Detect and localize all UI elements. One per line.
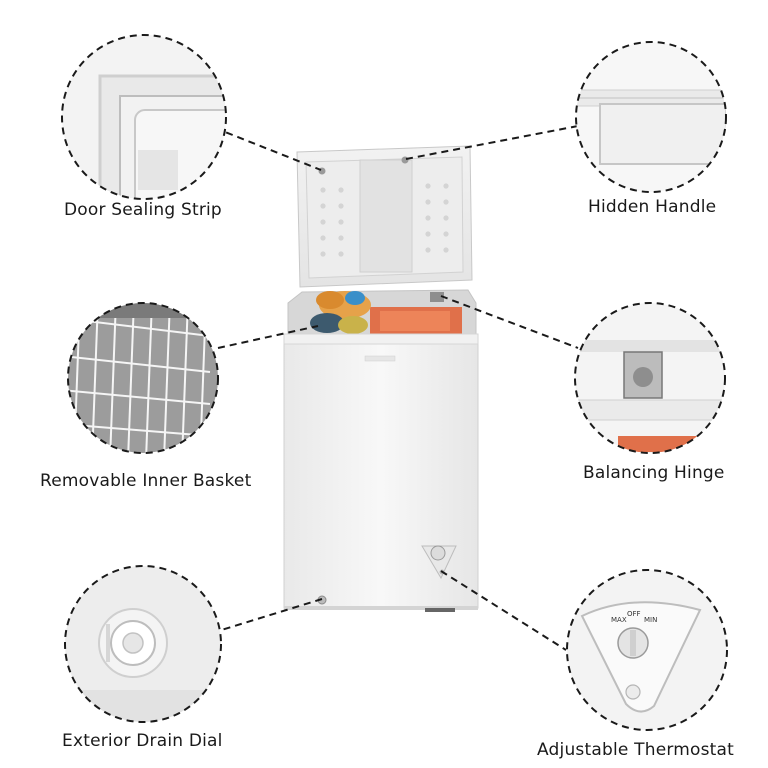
label-door-sealing-strip: Door Sealing Strip	[64, 200, 222, 220]
hinge-bracket	[430, 292, 444, 302]
label-balancing-hinge: Balancing Hinge	[583, 463, 725, 483]
detail-balancing-hinge	[574, 302, 726, 454]
connector-hidden-handle	[405, 125, 579, 160]
body-top-rim	[283, 333, 479, 345]
connector-removable-inner-basket	[217, 325, 319, 349]
connector-balancing-hinge	[440, 295, 579, 349]
base-foot-right	[425, 608, 455, 612]
connector-door-sealing-strip	[214, 127, 322, 171]
dial-max-label: MAX	[611, 616, 627, 624]
brand-badge	[364, 355, 396, 362]
frozen-food-contents	[310, 291, 462, 337]
lid-corner-screw-right	[401, 156, 409, 164]
freezer-body	[283, 333, 479, 609]
label-exterior-drain-dial: Exterior Drain Dial	[62, 731, 223, 751]
lid-dimples	[320, 183, 449, 257]
detail-hidden-handle	[575, 41, 727, 193]
chest-freezer	[283, 145, 479, 612]
connector-exterior-drain-dial	[214, 598, 323, 633]
label-hidden-handle: Hidden Handle	[588, 197, 717, 217]
connector-adjustable-thermostat	[440, 570, 567, 651]
dial-min-label: MIN	[644, 616, 657, 624]
detail-exterior-drain-dial	[64, 565, 222, 723]
connector-lines	[214, 125, 579, 651]
freezer-base	[284, 606, 478, 610]
label-removable-inner-basket: Removable Inner Basket	[40, 471, 252, 491]
detail-removable-inner-basket	[67, 302, 219, 454]
detail-door-sealing-strip	[61, 34, 227, 200]
lid-center-recess	[359, 159, 413, 273]
thermostat-knob	[421, 545, 457, 580]
label-adjustable-thermostat: Adjustable Thermostat	[537, 740, 735, 760]
detail-adjustable-thermostat: MAX OFF MIN	[566, 569, 728, 731]
dial-off-label: OFF	[627, 610, 641, 618]
